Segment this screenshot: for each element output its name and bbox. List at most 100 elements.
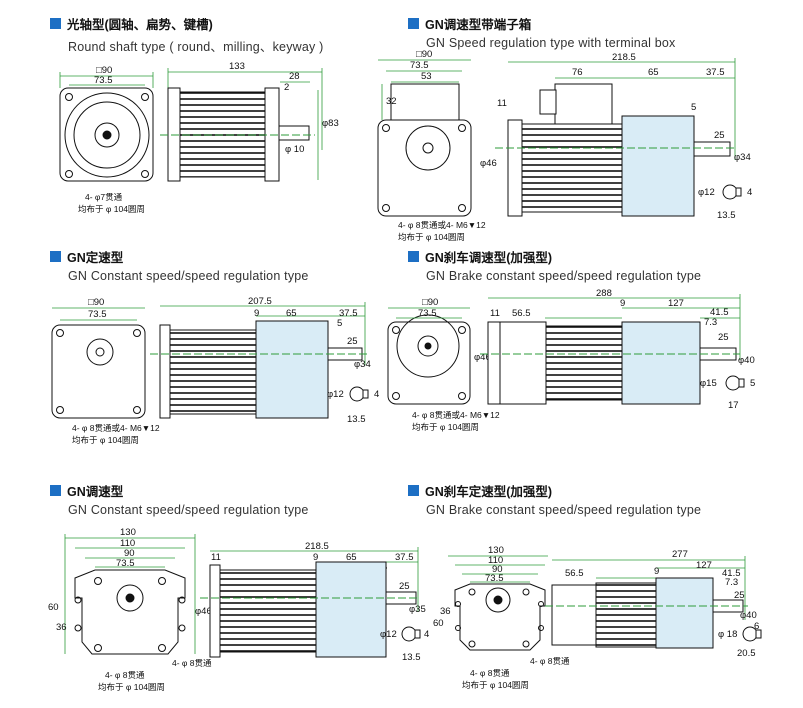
dim-label: 4	[747, 187, 752, 198]
dim-label: □90	[96, 65, 112, 76]
dim-label: φ 18	[718, 629, 737, 640]
dimension-lines	[388, 294, 741, 360]
dim-label: 37.5	[706, 67, 725, 78]
front-view	[59, 87, 154, 182]
dim-label: 53	[421, 71, 432, 82]
front-view	[74, 569, 186, 655]
key-detail	[401, 626, 421, 642]
drawing-round-shaft: □90 73.5 133 28 2 φ83 φ 10 4- φ7贯通 均布于 φ…	[59, 61, 339, 214]
dim-label: 28	[289, 71, 300, 82]
dim-label: 4	[374, 389, 379, 400]
key-detail	[722, 184, 742, 200]
dim-label: φ12	[698, 187, 715, 198]
front-view	[51, 324, 146, 419]
dim-label: 7.3	[725, 577, 738, 588]
dim-label: 6	[754, 621, 759, 632]
dim-label: 56.5	[565, 568, 584, 579]
dim-label: 11	[211, 552, 221, 563]
key-detail	[725, 375, 745, 391]
section-title: GN定速型	[67, 251, 124, 265]
dim-label: 56.5	[512, 308, 531, 319]
dim-label: 13.5	[402, 652, 421, 663]
section-title: GN刹车定速型(加强型)	[425, 485, 553, 499]
drawing-brake-constant-reinforced: 130 110 90 73.5 36 60 277 56.5 9 127 41.…	[433, 545, 762, 690]
dim-label: 9	[313, 552, 318, 563]
dim-label: 41.5	[710, 307, 729, 318]
note-holes-right: 4- φ 8贯通	[172, 658, 212, 668]
dim-label: 65	[346, 552, 357, 563]
dim-label: 73.5	[116, 558, 135, 569]
dim-label: 90	[492, 564, 503, 575]
dim-label: 60	[48, 602, 59, 613]
note-circle: 均布于 φ 104圆周	[98, 682, 165, 692]
section-title: 光轴型(圆轴、扁势、键槽)	[67, 18, 213, 32]
dim-label: φ34	[354, 359, 371, 370]
dim-label: 2	[284, 82, 289, 93]
dim-label: 130	[488, 545, 504, 556]
dim-label: φ46	[480, 158, 497, 169]
dim-label: 37.5	[395, 552, 414, 563]
dim-label: 110	[488, 555, 503, 566]
section-title: GN调速型带端子箱	[425, 18, 532, 32]
dim-label: 5	[337, 318, 342, 329]
note-circle: 均布于 φ 104圆周	[72, 435, 139, 445]
dim-label: φ46	[474, 352, 491, 363]
section-subtitle: Round shaft type ( round、milling、keyway …	[68, 40, 324, 54]
section-constant-speed: GN定速型 GN Constant speed/speed regulation…	[50, 247, 309, 283]
dim-label: 41.5	[722, 568, 741, 579]
drawing-brake-speed-reinforced: □90 73.5 288 11 56.5 9 127 41.5 7.3 25 φ…	[387, 288, 755, 432]
dim-label: 90	[124, 548, 135, 559]
dim-label: □90	[416, 49, 432, 60]
dim-label: □90	[422, 297, 438, 308]
dimension-lines	[448, 555, 746, 620]
section-brake-speed-reinforced: GN刹车调速型(加强型) GN Brake constant speed/spe…	[408, 247, 701, 283]
section-marker-icon	[50, 251, 61, 262]
dim-label: □90	[88, 297, 104, 308]
dim-label: φ12	[327, 389, 344, 400]
dim-label: φ46	[195, 606, 212, 617]
side-view	[495, 83, 735, 217]
dim-label: φ12	[380, 629, 397, 640]
note-holes: 4- φ 8贯通	[105, 670, 145, 680]
dim-label: 13.5	[347, 414, 366, 425]
dim-label: 13.5	[717, 210, 736, 221]
side-view	[545, 577, 748, 649]
dim-label: 65	[648, 67, 659, 78]
dim-label: 73.5	[410, 60, 429, 71]
dim-label: 11	[497, 98, 507, 109]
front-view	[454, 583, 546, 651]
section-speed-regulation: GN调速型 GN Constant speed/speed regulation…	[50, 481, 309, 517]
dim-label: 288	[596, 288, 612, 299]
dim-label: 110	[120, 538, 135, 549]
drawing-speed-regulation: 130 110 90 73.5 60 36 φ46 11 218.5 9 65 …	[48, 527, 429, 692]
dim-label: 37.5	[339, 308, 358, 319]
key-detail	[742, 626, 762, 642]
section-marker-icon	[50, 18, 61, 29]
section-terminal-box: GN调速型带端子箱 GN Speed regulation type with …	[408, 14, 676, 50]
dim-label: 76	[572, 67, 583, 78]
note-circle: 均布于 φ 104圆周	[78, 204, 145, 214]
dim-label: 32	[386, 96, 397, 107]
dimension-lines	[378, 58, 736, 160]
section-subtitle: GN Brake constant speed/speed regulation…	[426, 269, 702, 283]
dim-label: 11	[490, 308, 500, 319]
dim-label: 73.5	[94, 75, 113, 86]
front-view	[377, 83, 472, 217]
dim-label: 5	[750, 378, 755, 389]
dim-label: 5	[691, 102, 696, 113]
dim-label: 25	[714, 130, 725, 141]
section-subtitle: GN Constant speed/speed regulation type	[68, 503, 309, 517]
note-holes: 4- φ 8贯通	[470, 668, 510, 678]
dim-label: 218.5	[612, 52, 636, 63]
section-brake-constant-reinforced: GN刹车定速型(加强型) GN Brake constant speed/spe…	[408, 481, 701, 517]
dim-label: φ83	[322, 118, 339, 129]
dim-label: 218.5	[305, 541, 329, 552]
dimension-lines	[52, 302, 366, 365]
section-subtitle: GN Speed regulation type with terminal b…	[426, 36, 676, 50]
section-marker-icon	[408, 18, 419, 29]
dim-label: 25	[734, 590, 745, 601]
note-holes: 4- φ 8贯通或4- M6▼12	[412, 410, 500, 420]
dim-label: φ 10	[285, 144, 304, 155]
dim-label: 25	[347, 336, 358, 347]
